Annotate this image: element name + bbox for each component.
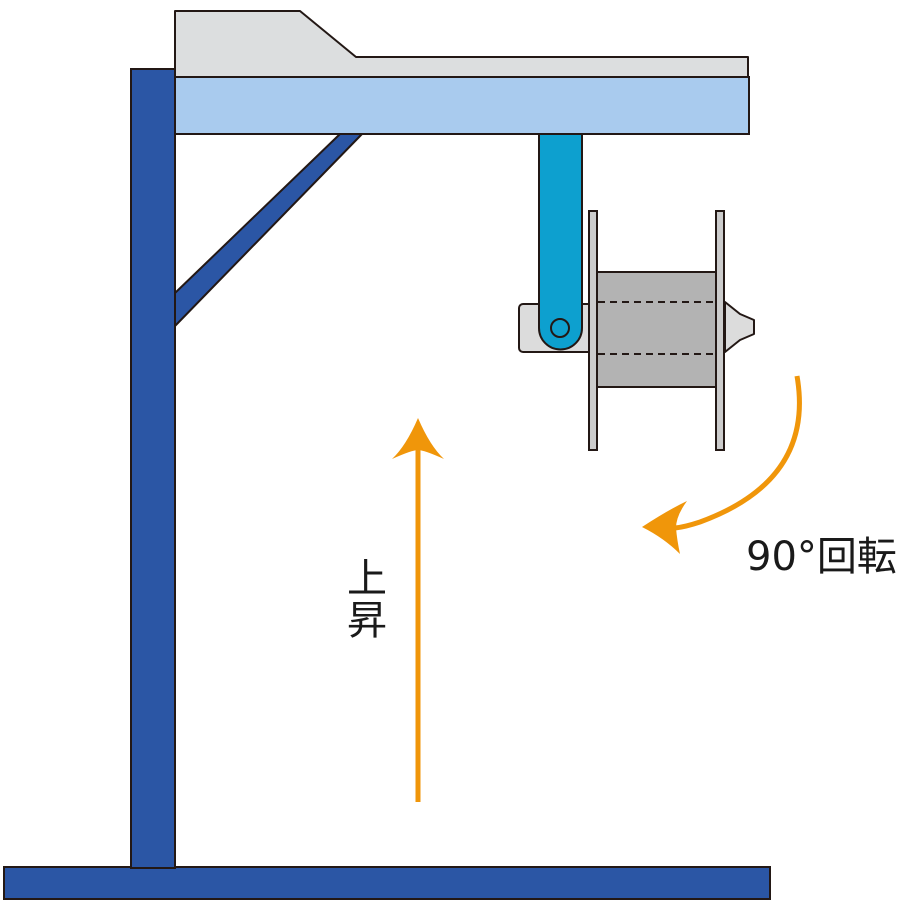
rotation-label: 90°回転 [746,534,897,580]
top-cover [174,10,749,78]
base-plate [3,866,771,900]
horizontal-beam [174,76,750,135]
arm-pivot-pin [550,318,570,338]
diagonal-brace [174,133,363,327]
reel-flange-right [715,210,725,451]
rise-label-char-1: 上 [347,556,387,602]
rotation-arrowhead-icon [642,501,687,554]
rotation-arrow-arc [674,375,802,531]
reel-flange-left [588,210,598,451]
reel-drum [595,271,721,388]
shaft-tip [724,301,755,353]
hanging-arm [538,133,583,351]
rise-label-char-2: 昇 [347,598,387,644]
rise-arrowhead-icon [392,418,444,459]
vertical-column [130,68,176,869]
